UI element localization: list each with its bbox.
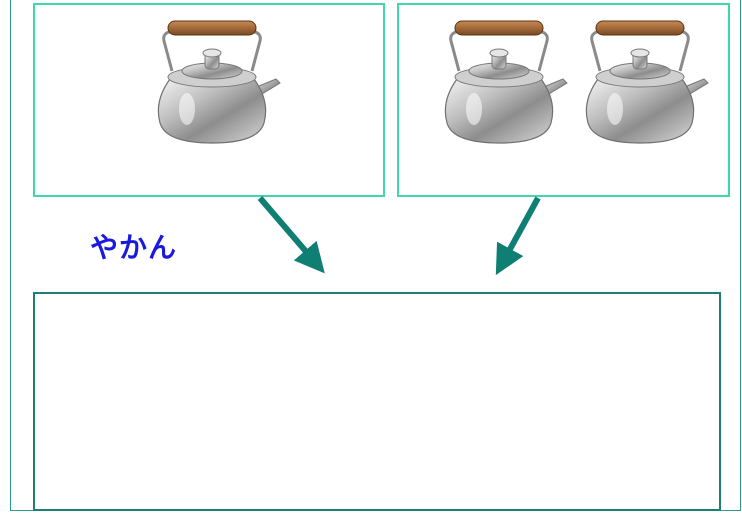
kettle-panel-single[interactable] bbox=[33, 3, 385, 197]
kettle-panel-double[interactable] bbox=[397, 3, 730, 197]
answer-drop-box[interactable] bbox=[33, 292, 721, 511]
kettle-icon bbox=[137, 11, 287, 151]
kettle-icon bbox=[425, 11, 573, 151]
kettle-icon bbox=[566, 11, 714, 151]
word-label: やかん bbox=[90, 231, 178, 264]
